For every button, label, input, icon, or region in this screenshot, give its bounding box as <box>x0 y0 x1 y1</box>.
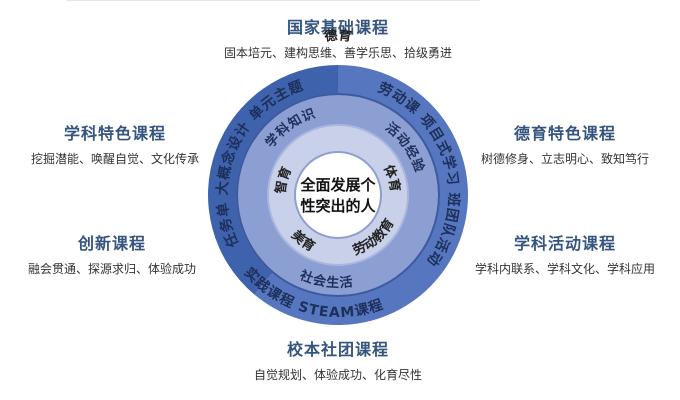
label-innovation-curriculum: 创新课程 融会贯通、探源求归、体验成功 <box>28 230 196 277</box>
inner-text-moral: 德育 <box>324 27 353 44</box>
label-subtitle: 挖掘潜能、唤醒自觉、文化传承 <box>30 152 200 166</box>
label-subtitle: 固本培元、建构思维、善学乐思、拾级勇进 <box>223 46 453 60</box>
label-national-basic-curriculum: 国家基础课程 固本培元、建构思维、善学乐思、拾级勇进 <box>224 14 452 61</box>
label-school-club-curriculum: 校本社团课程 自觉规划、体验成功、化育尽性 <box>254 336 422 383</box>
label-subtitle: 学科内联系、学科文化、学科应用 <box>474 262 656 276</box>
center-circle <box>294 151 382 239</box>
middle-ring-edge <box>236 93 440 297</box>
label-subtitle: 融会贯通、探源求归、体验成功 <box>27 262 197 276</box>
center-text-line2: 性突出的人 <box>300 197 376 215</box>
label-title: 德育特色课程 <box>513 124 617 143</box>
top-divider <box>66 0 480 1</box>
label-title: 校本社团课程 <box>286 340 390 359</box>
label-subtitle: 树德修身、立志明心、致知笃行 <box>480 152 650 166</box>
label-subject-activity-curriculum: 学科活动课程 学科内联系、学科文化、学科应用 <box>475 230 655 277</box>
label-moral-feature-curriculum: 德育特色课程 树德修身、立志明心、致知笃行 <box>481 120 649 167</box>
label-title: 学科活动课程 <box>513 234 617 253</box>
center-text-line1: 全面发展个 <box>299 176 376 194</box>
label-subtitle: 自觉规划、体验成功、化育尽性 <box>253 368 423 382</box>
label-subject-feature-curriculum: 学科特色课程 挖掘潜能、唤醒自觉、文化传承 <box>31 120 199 167</box>
label-title: 创新课程 <box>77 234 147 253</box>
label-title: 国家基础课程 <box>286 18 390 37</box>
label-title: 学科特色课程 <box>63 124 167 143</box>
inner-text-intellectual: 智育 <box>273 165 295 195</box>
